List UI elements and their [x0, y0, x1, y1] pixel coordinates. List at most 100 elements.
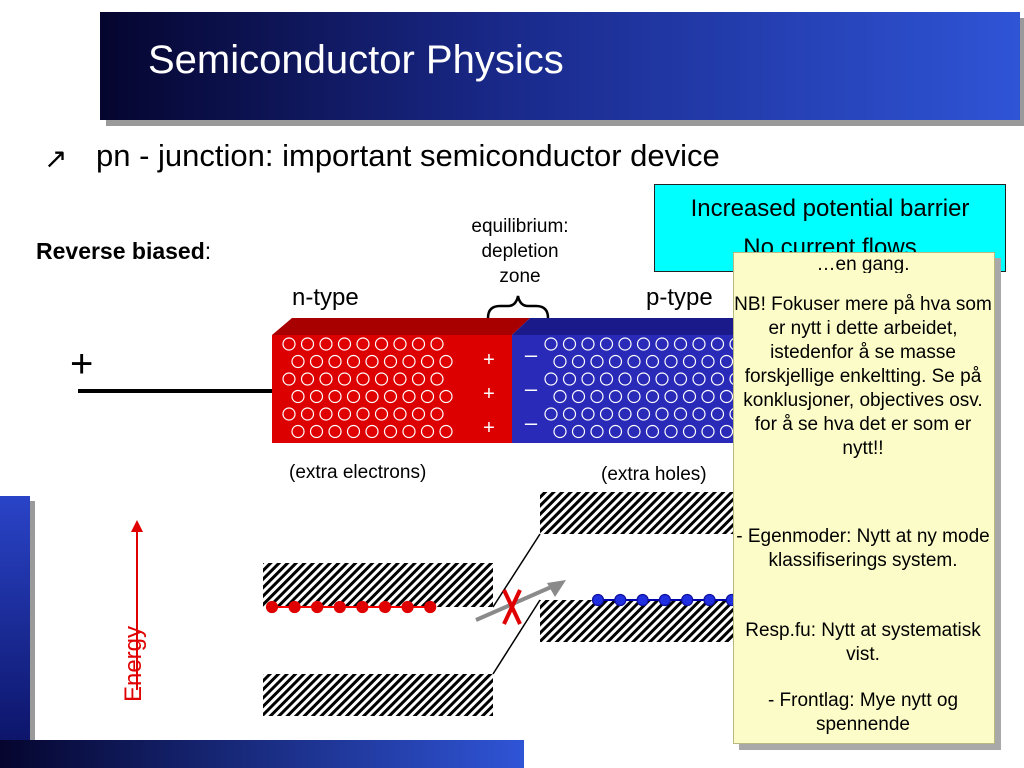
reverse-biased-label: Reverse biased:: [36, 238, 211, 265]
band-electrons: [265, 600, 437, 614]
band-hole: [681, 593, 694, 607]
note-line-0: …en gang.: [816, 254, 910, 273]
hole-dot: [655, 337, 669, 351]
electron-dot: [319, 372, 333, 386]
hole-dot: [655, 407, 669, 421]
hole-dot: [636, 337, 651, 351]
equilibrium-line-3: zone: [499, 266, 541, 287]
electron-dot: [328, 354, 342, 369]
band-electron: [356, 600, 369, 614]
conduction-band-bend: [492, 533, 541, 608]
band-hole: [636, 593, 649, 607]
arrow-bullet-icon: ↗: [44, 143, 68, 174]
hole-dot: [636, 372, 651, 386]
electron-dot: [282, 372, 296, 386]
energy-axis-label: Energy: [120, 625, 147, 703]
hole-dot: [692, 337, 706, 351]
electron-dot: [383, 424, 398, 439]
minus-sign: –: [525, 376, 538, 401]
electron-dot: [374, 337, 389, 351]
extra-holes-label: (extra holes): [601, 464, 707, 485]
hole-dot: [673, 372, 688, 386]
hole-dot: [553, 389, 567, 404]
band-electron: [424, 600, 437, 614]
electron-dot: [374, 372, 389, 386]
note-paragraph-2: - Egenmoder: Nytt at ny mode klassifiser…: [736, 526, 990, 571]
title-bar: [100, 12, 1020, 120]
electron-dot: [411, 407, 426, 421]
n-conduction-band: [263, 563, 493, 607]
hole-dot: [590, 424, 604, 439]
electron-dot: [374, 407, 389, 421]
hole-dot: [645, 389, 660, 404]
hole-dot: [599, 372, 614, 386]
electron-dot: [411, 372, 426, 386]
minus-sign: –: [525, 342, 538, 367]
electron-dot: [430, 407, 444, 421]
electron-dot: [356, 372, 370, 386]
hole-dot: [590, 354, 604, 369]
electron-dot: [430, 372, 444, 386]
electron-dot: [309, 424, 324, 439]
hole-dot: [645, 354, 660, 369]
band-hole: [614, 593, 627, 607]
blocked-current-arrow: [475, 582, 559, 622]
electron-dot: [300, 372, 315, 386]
electron-dot: [337, 337, 352, 351]
hole-dot: [682, 424, 697, 439]
hole-dot: [682, 354, 697, 369]
electron-dot: [346, 389, 361, 404]
hole-dot: [608, 354, 623, 369]
hole-dot: [664, 424, 678, 439]
electron-dot: [319, 407, 333, 421]
electron-dot: [309, 354, 324, 369]
hole-dot: [710, 337, 725, 351]
electron-dot: [383, 389, 398, 404]
p-block-front: [512, 335, 750, 443]
electron-dot: [328, 424, 342, 439]
hole-dot: [581, 407, 595, 421]
hole-dot: [664, 354, 678, 369]
band-electron: [265, 600, 279, 614]
note-paragraph-1: NB! Fokuser mere på hva som er nytt i de…: [734, 294, 992, 459]
hole-dot: [544, 372, 558, 386]
hole-dot: [710, 407, 725, 421]
electron-dot: [309, 389, 324, 404]
reverse-biased-colon: :: [204, 238, 212, 264]
p-type-label: p-type: [646, 284, 713, 311]
reverse-biased-text: Reverse biased: [36, 238, 205, 264]
p-block-top: [512, 318, 768, 335]
hole-dot: [608, 389, 623, 404]
hole-dot: [645, 424, 660, 439]
electron-dot: [393, 337, 407, 351]
electron-dot: [346, 424, 361, 439]
blocked-arrow-head: [547, 580, 566, 597]
band-electron: [288, 600, 301, 614]
hole-dot: [544, 407, 558, 421]
valence-band-bend: [492, 599, 541, 675]
note-paragraph-4: - Frontlag: Mye nytt og spennende: [767, 690, 959, 735]
hole-dot: [599, 337, 614, 351]
electron-dot: [328, 389, 342, 404]
electron-dot: [365, 354, 379, 369]
electron-dot: [420, 389, 435, 404]
band-electron: [401, 600, 414, 614]
electron-dot: [300, 337, 315, 351]
hole-dot: [636, 407, 651, 421]
electron-dot: [439, 389, 453, 404]
hole-dot: [692, 372, 706, 386]
electron-dot: [291, 424, 305, 439]
depletion-brace: [486, 295, 550, 319]
hole-dot: [590, 389, 604, 404]
hole-dot: [618, 407, 632, 421]
hole-dots: [544, 337, 743, 439]
equilibrium-line-2: depletion: [481, 241, 559, 262]
electron-dot: [291, 389, 305, 404]
hole-dot: [544, 337, 558, 351]
electron-dot: [337, 407, 352, 421]
band-electron: [333, 600, 346, 614]
hole-dot: [701, 389, 715, 404]
note-paragraph-3: Resp.fu: Nytt at systematisk vist.: [745, 620, 981, 665]
band-hole: [591, 593, 605, 607]
